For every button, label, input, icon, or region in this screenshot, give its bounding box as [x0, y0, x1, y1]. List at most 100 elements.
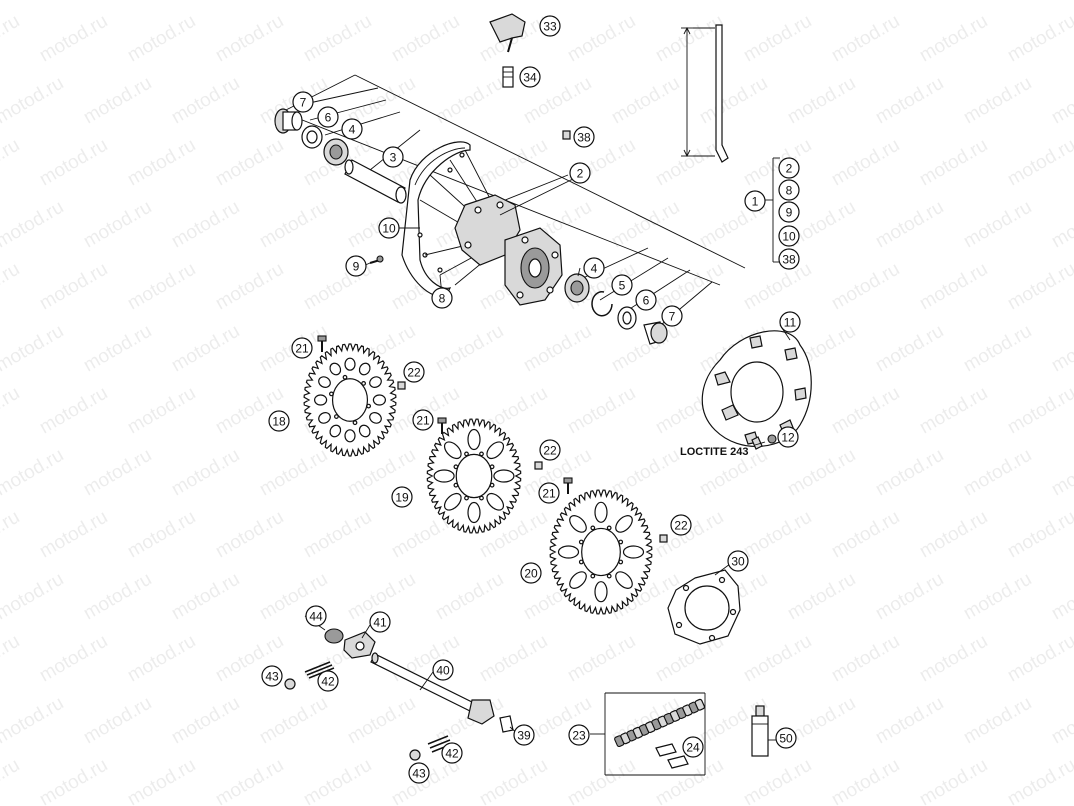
watermark-text: motod.ru	[564, 631, 639, 687]
watermark-text: motod.ru	[80, 321, 155, 377]
callout-circle	[778, 179, 800, 201]
watermark-text: motod.ru	[0, 383, 23, 439]
watermark-text: motod.ru	[80, 73, 155, 129]
watermark-text: motod.ru	[828, 11, 903, 67]
callout-4: 4	[583, 257, 605, 279]
watermark-text: motod.ru	[476, 631, 551, 687]
watermark-text: motod.ru	[872, 321, 947, 377]
callout-circle	[611, 274, 633, 296]
sprocket-bolt-hole	[479, 451, 484, 457]
sprocket-lightening-hole	[329, 424, 342, 438]
callout-18: 18	[268, 410, 290, 432]
watermark-text: motod.ru	[828, 383, 903, 439]
chain-adjuster-left	[343, 631, 376, 659]
watermark-text: motod.ru	[1048, 0, 1074, 4]
brake-disc	[701, 330, 812, 448]
callout-number: 3	[390, 151, 397, 165]
callout-circle	[583, 257, 605, 279]
callout-circle	[291, 337, 313, 359]
callout-10: 10	[378, 217, 400, 239]
sprocket-bolt-hole	[342, 374, 348, 380]
callout-number: 50	[779, 732, 793, 746]
callout-number: 8	[786, 184, 793, 198]
watermark-text: motod.ru	[80, 445, 155, 501]
sprocket-lightening-hole	[443, 441, 462, 460]
sprocket-lightening-hole	[314, 394, 328, 406]
watermark-text: motod.ru	[432, 569, 507, 625]
watermark-text: motod.ru	[168, 197, 243, 253]
watermark-text: motod.ru	[124, 11, 199, 67]
spacer-tube	[344, 159, 407, 204]
callout-circle	[431, 287, 453, 309]
callout-6: 6	[635, 289, 657, 311]
callout-circle	[727, 550, 749, 572]
sprocket-lightening-hole	[344, 429, 356, 443]
sprocket-bolt-hole	[578, 559, 584, 565]
watermark-text: motod.ru	[36, 631, 111, 687]
callout-circle	[520, 562, 542, 584]
callout-number: 22	[407, 366, 421, 380]
callout-number: 12	[781, 431, 795, 445]
callout-3: 3	[382, 146, 404, 168]
callout-40: 40	[432, 659, 454, 681]
callout-number: 22	[543, 444, 557, 458]
disc-bolt	[751, 434, 777, 450]
callout-number: 41	[373, 616, 387, 630]
sprocket-lightening-hole	[358, 424, 371, 438]
watermark-text: motod.ru	[740, 11, 815, 67]
sprocket-lightening-hole	[329, 362, 342, 376]
callout-42: 42	[317, 670, 339, 692]
sprocket-lightening-hole	[318, 412, 331, 424]
watermark-text: motod.ru	[1004, 507, 1074, 563]
callout-number: 39	[517, 729, 531, 743]
watermark-text: motod.ru	[256, 197, 331, 253]
watermark-text: motod.ru	[564, 383, 639, 439]
callout-9: 9	[345, 255, 367, 277]
watermark-text: motod.ru	[168, 693, 243, 749]
sprocket-lightening-hole	[493, 469, 515, 483]
sprocket-lightening-hole	[569, 571, 587, 589]
watermark-text: motod.ru	[36, 11, 111, 67]
rear-axle	[370, 652, 495, 725]
callout-circle	[573, 126, 595, 148]
watermark-text: motod.ru	[0, 631, 23, 687]
watermark-text: motod.ru	[80, 693, 155, 749]
watermark-text: motod.ru	[80, 569, 155, 625]
callout-number: 8	[439, 292, 446, 306]
watermark-text: motod.ru	[36, 383, 111, 439]
watermark-text: motod.ru	[1048, 321, 1074, 377]
callout-number: 22	[674, 519, 688, 533]
callout-circle	[412, 409, 434, 431]
watermark-text: motod.ru	[784, 73, 859, 129]
watermark-text: motod.ru	[256, 0, 331, 4]
callout-number: 30	[731, 555, 745, 569]
watermark-text: motod.ru	[168, 445, 243, 501]
watermark-text: motod.ru	[0, 11, 23, 67]
sprocket-lightening-hole	[594, 501, 608, 523]
watermark-text: motod.ru	[0, 569, 67, 625]
sprocket-bore	[331, 378, 369, 422]
watermark-text: motod.ru	[1004, 259, 1074, 315]
watermark-text: motod.ru	[0, 321, 67, 377]
callout-circle	[539, 439, 561, 461]
watermark-text: motod.ru	[916, 507, 991, 563]
callout-12: 12	[777, 426, 799, 448]
callout-number: 9	[786, 206, 793, 220]
watermark-text: motod.ru	[1004, 631, 1074, 687]
watermark-text: motod.ru	[608, 0, 683, 4]
watermark-text: motod.ru	[388, 11, 463, 67]
watermark-text: motod.ru	[828, 507, 903, 563]
watermark-text: motod.ru	[124, 755, 199, 806]
sprocket-lightening-hole	[369, 412, 382, 424]
callout-39: 39	[513, 724, 535, 746]
watermark-text: motod.ru	[740, 507, 815, 563]
watermark-text: motod.ru	[212, 507, 287, 563]
watermark-text: motod.ru	[1048, 693, 1074, 749]
adjuster-nut-upper	[284, 678, 296, 690]
callout-circle	[292, 91, 314, 113]
callout-number: 10	[382, 222, 396, 236]
watermark-text: motod.ru	[0, 755, 23, 806]
watermark-text: motod.ru	[828, 631, 903, 687]
callout-circle	[682, 736, 704, 758]
